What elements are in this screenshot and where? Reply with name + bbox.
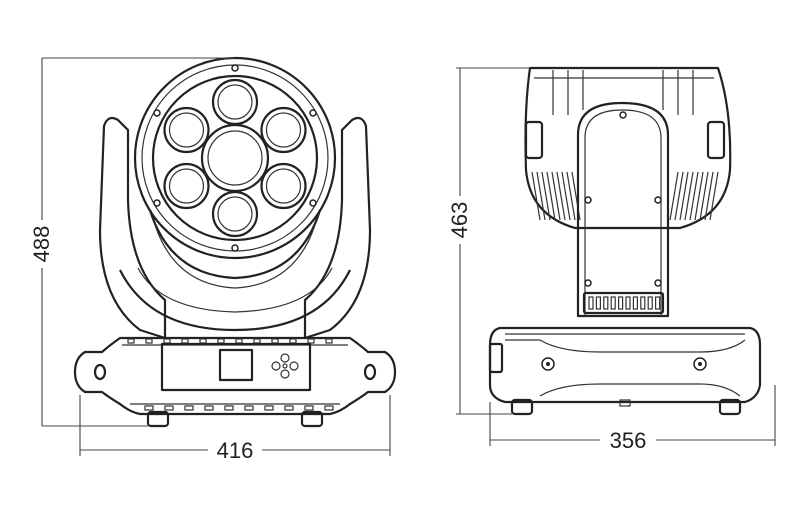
front-outer-lens xyxy=(211,78,259,126)
front-vent-slot xyxy=(307,338,315,344)
front-bottom-vent xyxy=(144,405,154,411)
front-bottom-vent xyxy=(304,405,314,411)
front-base xyxy=(73,336,397,416)
front-vent-slot xyxy=(289,338,297,344)
front-yoke-bottom xyxy=(119,269,351,332)
front-bottom-vent xyxy=(204,405,214,411)
front-vent-slot xyxy=(199,338,207,344)
front-vent-slot xyxy=(235,338,243,344)
front-vent-slot xyxy=(127,338,135,344)
side-fin xyxy=(699,171,709,221)
front-vent-slot xyxy=(325,338,333,344)
side-yoke-vent xyxy=(625,296,631,310)
front-yoke-right-arm xyxy=(303,116,372,340)
front-vent-slot xyxy=(145,338,153,344)
side-fin xyxy=(669,171,679,221)
front-lens-cluster xyxy=(163,78,307,238)
front-control-panel xyxy=(160,342,312,392)
side-head-body xyxy=(524,66,732,230)
front-view xyxy=(73,56,397,428)
front-outer-lens xyxy=(260,162,307,210)
front-foot-right xyxy=(300,410,324,428)
front-vent-slot xyxy=(217,338,225,344)
side-foot-right xyxy=(718,398,742,416)
side-fin xyxy=(566,171,576,221)
front-head-outer-ring xyxy=(133,56,337,260)
side-fin xyxy=(694,171,704,221)
front-vent-slot xyxy=(271,338,279,344)
side-fin xyxy=(704,171,714,221)
front-outer-lens-inner xyxy=(265,168,302,204)
side-yoke-vent xyxy=(640,296,646,310)
side-yoke-vent xyxy=(603,296,609,310)
side-fin xyxy=(546,171,556,221)
front-vent-slot xyxy=(163,338,171,344)
front-ring-screws xyxy=(153,64,317,252)
front-outer-lens xyxy=(163,106,210,154)
front-outer-lens-inner xyxy=(217,84,253,120)
front-display-screen xyxy=(218,348,254,382)
side-fin xyxy=(541,171,551,221)
side-fin xyxy=(674,171,684,221)
side-yoke-vent xyxy=(647,296,653,310)
side-fin xyxy=(684,171,694,221)
front-bottom-vent xyxy=(264,405,274,411)
side-fin xyxy=(536,171,546,221)
side-yoke-vent xyxy=(610,296,616,310)
dimension-front-height: 488 xyxy=(29,57,235,427)
front-bottom-vent xyxy=(244,405,254,411)
side-yoke-vent xyxy=(654,296,661,310)
front-outer-lens-inner xyxy=(168,112,205,148)
front-outer-lens xyxy=(163,162,210,210)
dimension-label-356: 356 xyxy=(610,428,647,453)
dimension-side-height: 463 xyxy=(447,67,530,415)
side-fin xyxy=(551,171,561,221)
front-outer-lens-inner xyxy=(217,196,253,232)
front-bottom-vent xyxy=(284,405,294,411)
side-fin xyxy=(679,171,689,221)
dimension-label-488: 488 xyxy=(29,226,54,263)
front-center-lens xyxy=(200,123,270,193)
front-outer-lens-inner xyxy=(265,112,302,148)
side-fin xyxy=(709,171,719,221)
front-bottom-vent xyxy=(184,405,194,411)
front-bottom-vent xyxy=(224,405,234,411)
side-view xyxy=(488,66,762,416)
side-fin xyxy=(561,171,571,221)
side-yoke-vent xyxy=(588,296,594,310)
side-cooling-fins xyxy=(531,171,719,221)
side-foot-left xyxy=(510,398,534,416)
side-yoke-vent xyxy=(617,296,624,310)
dimension-label-463: 463 xyxy=(447,202,472,239)
front-control-buttons xyxy=(271,353,299,379)
front-vent-slot xyxy=(181,338,189,344)
side-yoke-arm xyxy=(576,101,670,318)
side-fin xyxy=(556,171,566,221)
side-fin xyxy=(531,171,541,221)
front-yoke-left-arm xyxy=(98,116,167,340)
dimension-front-width: 416 xyxy=(79,395,391,463)
front-vent-slot xyxy=(253,338,261,344)
front-outer-lens xyxy=(211,190,259,238)
side-yoke-vent xyxy=(595,296,602,310)
front-outer-lens-inner xyxy=(168,168,205,204)
side-yoke-vent xyxy=(632,296,639,310)
side-base xyxy=(488,326,762,404)
front-bottom-vent xyxy=(324,405,334,411)
front-foot-left xyxy=(146,410,170,428)
front-bottom-vent xyxy=(164,405,174,411)
dimension-side-depth: 356 xyxy=(489,385,776,453)
side-fin xyxy=(689,171,699,221)
dimension-label-416: 416 xyxy=(217,438,254,463)
front-outer-lens xyxy=(260,106,307,154)
